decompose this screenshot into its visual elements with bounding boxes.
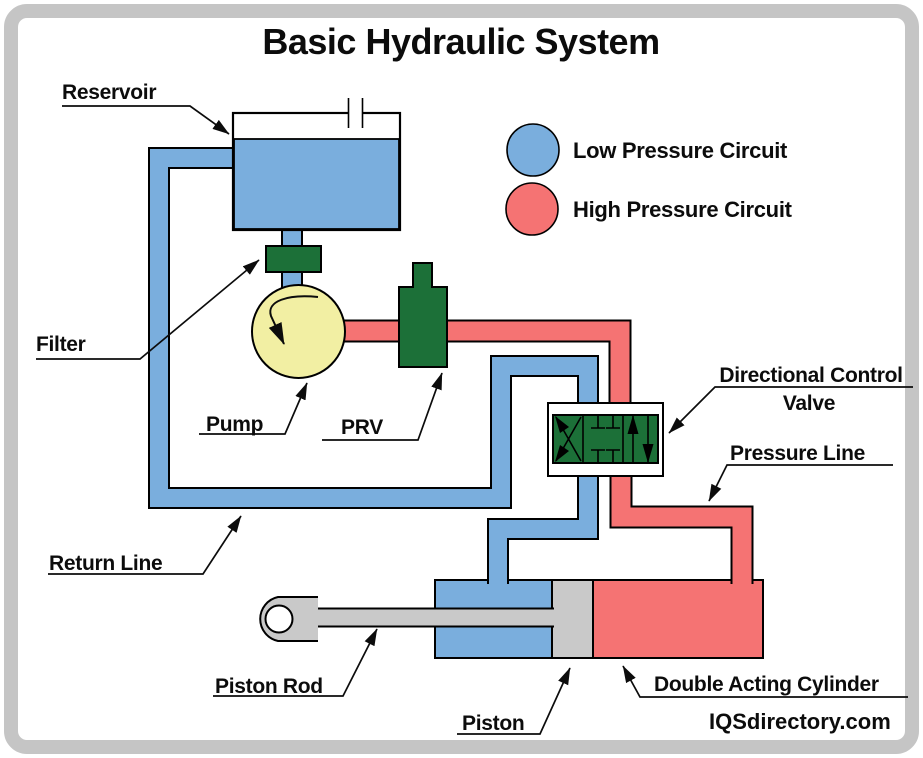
vent-gap [349, 110, 362, 116]
valve-blocked-center-icon [591, 415, 620, 463]
breather-vent-icon [347, 98, 364, 128]
svg-text:Filter: Filter [36, 333, 86, 356]
label-directional-control-valve: Directional Control Valve [668, 364, 913, 434]
label-pressure-line: Pressure Line [708, 442, 893, 502]
svg-text:Valve: Valve [783, 392, 835, 415]
legend-high-pressure-label: High Pressure Circuit [573, 197, 793, 222]
piston-rod [302, 607, 554, 628]
valve-crossflow-icon [555, 416, 582, 462]
label-prv: PRV [322, 372, 443, 441]
valve-cell-dividers [582, 415, 624, 463]
return-line-pipe [148, 147, 599, 509]
svg-text:Pump: Pump [206, 413, 263, 436]
legend-high-pressure-swatch [505, 182, 559, 236]
pump-rotation-arrow-icon [268, 295, 319, 345]
label-reservoir: Reservoir [62, 81, 230, 135]
directional-control-valve [547, 402, 664, 477]
pump-component [251, 284, 346, 379]
label-piston-rod: Piston Rod [213, 628, 378, 698]
svg-text:Directional Control: Directional Control [719, 364, 902, 387]
svg-text:Pressure Line: Pressure Line [730, 442, 865, 465]
prv-component [398, 262, 448, 368]
reservoir [231, 98, 402, 232]
legend-low-pressure-swatch [506, 123, 560, 177]
svg-text:Reservoir: Reservoir [62, 81, 156, 104]
svg-text:Piston: Piston [462, 712, 524, 735]
double-acting-cylinder [434, 579, 764, 659]
cylinder-cap-side-chamber [592, 579, 764, 659]
page-title: Basic Hydraulic System [262, 21, 659, 62]
label-piston: Piston [457, 667, 571, 735]
pressure-line-pipe [609, 474, 754, 584]
valve-straight-flow-icon [627, 415, 654, 463]
svg-text:Piston Rod: Piston Rod [215, 675, 323, 698]
rod-eye [259, 596, 318, 642]
valve-to-cylinder-return-pipe [487, 474, 599, 584]
legend: Low Pressure Circuit High Pressure Circu… [505, 123, 793, 236]
label-pump: Pump [199, 382, 308, 436]
filter-component [265, 245, 322, 273]
svg-text:Double Acting Cylinder: Double Acting Cylinder [654, 673, 879, 696]
legend-low-pressure-label: Low Pressure Circuit [573, 138, 788, 163]
svg-text:PRV: PRV [341, 416, 383, 439]
label-return-line: Return Line [48, 515, 242, 575]
piston-block [551, 579, 594, 659]
label-double-acting-cylinder: Double Acting Cylinder [622, 665, 908, 698]
label-filter: Filter [36, 259, 260, 360]
svg-text:Return Line: Return Line [49, 552, 162, 575]
credit-text: IQSdirectory.com [709, 709, 891, 734]
reservoir-fluid [233, 138, 400, 230]
page-frame [4, 4, 919, 754]
rod-eye-hole [264, 604, 294, 634]
